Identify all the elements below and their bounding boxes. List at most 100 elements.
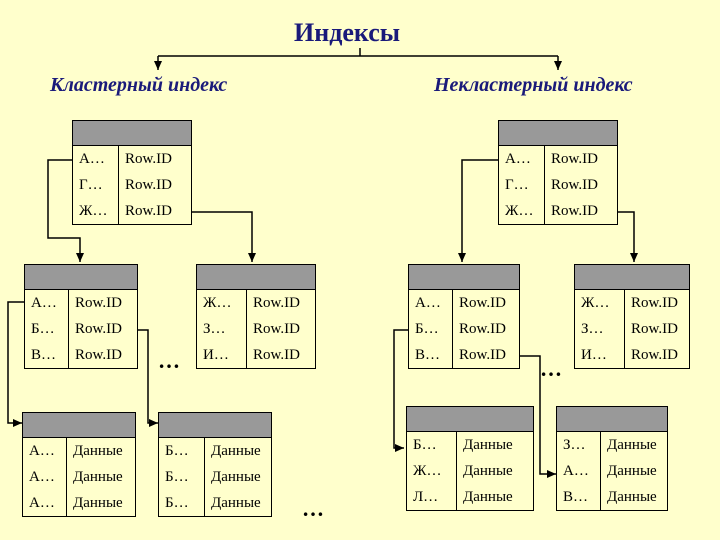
- value-cell: Row.ID: [125, 150, 172, 167]
- value-cell: Row.ID: [459, 294, 506, 311]
- node-row: А… Данные: [557, 458, 667, 484]
- node-header: [159, 413, 271, 438]
- value-cell: Данные: [211, 468, 261, 485]
- nonclustered-label: Некластерный индекс: [434, 74, 633, 96]
- node-header: [575, 265, 689, 290]
- node-row: А… Данные: [23, 490, 135, 516]
- nonclustered-mid-ellipsis: …: [540, 356, 562, 381]
- node-row: А…Row.ID: [499, 146, 617, 172]
- node-row: А… Row.ID: [73, 146, 191, 172]
- node-row: Г… Row.ID: [499, 172, 617, 198]
- value-cell: Row.ID: [459, 320, 506, 337]
- node-row: Л…Данные: [407, 484, 533, 510]
- key-cell: Ж…: [73, 198, 119, 224]
- value-cell: Данные: [73, 468, 123, 485]
- node-row: В…Row.ID: [409, 342, 519, 368]
- key-cell: А…: [73, 146, 119, 172]
- value-cell: Данные: [607, 436, 657, 453]
- node-header: [25, 265, 137, 290]
- node-row: Б… Данные: [159, 490, 271, 516]
- value-cell: Данные: [73, 442, 123, 459]
- node-header: [409, 265, 519, 290]
- node-row: Ж…Row.ID: [197, 290, 315, 316]
- node-row: Б…Данные: [159, 438, 271, 464]
- node-row: В… Row.ID: [25, 342, 137, 368]
- node-row: И… Row.ID: [197, 342, 315, 368]
- key-cell: Ж…: [499, 198, 545, 224]
- clustered-label: Кластерный индекс: [50, 74, 228, 96]
- node-row: А… Row.ID: [25, 290, 137, 316]
- key-cell: Ж…: [407, 458, 457, 484]
- key-cell: Б…: [409, 316, 453, 342]
- node-row: Ж…Row.ID: [499, 198, 617, 224]
- key-cell: Г…: [499, 172, 545, 198]
- value-cell: Row.ID: [253, 346, 300, 363]
- value-cell: Row.ID: [551, 176, 598, 193]
- key-cell: А…: [25, 290, 69, 316]
- value-cell: Row.ID: [459, 346, 506, 363]
- value-cell: Row.ID: [551, 150, 598, 167]
- key-cell: А…: [557, 458, 601, 484]
- key-cell: И…: [575, 342, 625, 368]
- value-cell: Данные: [463, 436, 513, 453]
- key-cell: В…: [557, 484, 601, 510]
- value-cell: Row.ID: [75, 346, 122, 363]
- node-header: [557, 407, 667, 432]
- key-cell: А…: [23, 490, 67, 516]
- node-header: [73, 121, 191, 146]
- node-row: Ж… Данные: [407, 458, 533, 484]
- key-cell: Б…: [25, 316, 69, 342]
- value-cell: Row.ID: [75, 294, 122, 311]
- node-row: А…Данные: [23, 438, 135, 464]
- node-row: И…Row.ID: [575, 342, 689, 368]
- arrow-n-mid-left-to-leaf-left: [393, 329, 408, 452]
- key-cell: Б…: [159, 438, 205, 464]
- key-cell: Л…: [407, 484, 457, 510]
- key-cell: Б…: [159, 490, 205, 516]
- key-cell: В…: [25, 342, 69, 368]
- node-row: В… Данные: [557, 484, 667, 510]
- key-cell: Б…: [407, 432, 457, 458]
- value-cell: Row.ID: [125, 176, 172, 193]
- arrow-n-root-to-mid-left: [458, 159, 500, 262]
- node-row: А… Row.ID: [409, 290, 519, 316]
- node-row: Г…Row.ID: [73, 172, 191, 198]
- node-row: Б… Данные: [159, 464, 271, 490]
- arrow-c-mid-left-to-leaf-right: [138, 329, 158, 427]
- key-cell: А…: [409, 290, 453, 316]
- value-cell: Данные: [73, 494, 123, 511]
- node-row: Б… Данные: [407, 432, 533, 458]
- node-header: [407, 407, 533, 432]
- key-cell: И…: [197, 342, 247, 368]
- node-header: [197, 265, 315, 290]
- value-cell: Данные: [607, 488, 657, 505]
- value-cell: Данные: [463, 462, 513, 479]
- node-row: Б…Row.ID: [25, 316, 137, 342]
- node-row: З…Данные: [557, 432, 667, 458]
- node-row: Ж… Row.ID: [575, 290, 689, 316]
- key-cell: А…: [23, 464, 67, 490]
- key-cell: З…: [197, 316, 247, 342]
- arrow-n-root-to-mid-right: [618, 211, 638, 262]
- value-cell: Row.ID: [631, 294, 678, 311]
- value-cell: Данные: [607, 462, 657, 479]
- value-cell: Row.ID: [631, 320, 678, 337]
- key-cell: Ж…: [575, 290, 625, 316]
- key-cell: Б…: [159, 464, 205, 490]
- value-cell: Row.ID: [253, 320, 300, 337]
- node-row: Ж…Row.ID: [73, 198, 191, 224]
- arrow-n-mid-left-to-leaf-right: [520, 355, 556, 478]
- value-cell: Данные: [211, 494, 261, 511]
- clustered-mid-ellipsis: …: [158, 348, 180, 373]
- arrow-c-mid-left-to-leaf-left: [7, 301, 24, 427]
